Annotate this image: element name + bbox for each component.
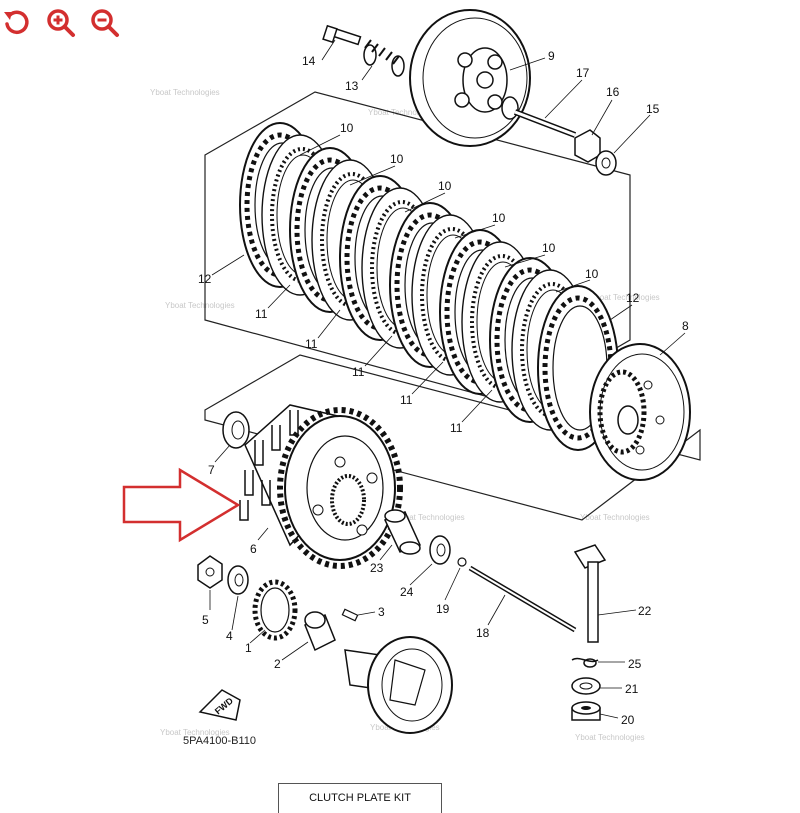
callout-10: 10	[542, 241, 556, 255]
callout-10: 10	[492, 211, 506, 225]
ball-19	[457, 557, 467, 567]
clutch-boss-8	[589, 343, 691, 481]
zoom-out-button[interactable]	[88, 6, 122, 40]
callout-24: 24	[400, 585, 414, 599]
callout-12: 12	[198, 272, 212, 286]
callout-7: 7	[208, 463, 215, 477]
watermark: Yboat Technologies	[150, 88, 220, 97]
callout-15: 15	[646, 102, 660, 116]
zoom-in-button[interactable]	[44, 6, 78, 40]
collar-23	[383, 509, 422, 555]
callout-4: 4	[226, 629, 233, 643]
clutch-plates	[240, 123, 618, 450]
bushing-20	[571, 701, 601, 721]
zoom-in-icon	[47, 9, 75, 37]
callout-6: 6	[250, 542, 257, 556]
watermark: Yboat Technologies	[395, 513, 465, 522]
callout-11: 11	[255, 307, 268, 321]
callout-13: 13	[345, 79, 359, 93]
fwd-arrow-icon: FWD	[198, 689, 241, 721]
spring-25	[571, 657, 599, 668]
callout-23: 23	[370, 561, 384, 575]
watermark: Yboat Technologies	[160, 728, 230, 737]
callout-11: 11	[352, 365, 365, 379]
viewer-toolbar	[0, 6, 122, 40]
callout-10: 10	[585, 267, 599, 281]
watermark: Yboat Technologies	[165, 301, 235, 310]
callout-11: 11	[450, 421, 463, 435]
diagram-code: 5PA4100-B110	[183, 735, 256, 747]
watermark: Yboat Technologies	[590, 293, 660, 302]
callouts: 14 13 9 17 16 15 10 10 10 10 10 10 12 12…	[198, 49, 689, 727]
callout-11: 11	[400, 393, 413, 407]
callout-20: 20	[621, 713, 635, 727]
collar-2	[304, 611, 336, 652]
primary-drive	[344, 636, 453, 734]
callout-3: 3	[378, 605, 385, 619]
watermark: Yboat Technologies	[580, 513, 650, 522]
hub-frame	[204, 354, 701, 521]
callout-2: 2	[274, 657, 281, 671]
watermark: Yboat Technologies	[575, 733, 645, 742]
callout-22: 22	[638, 604, 652, 618]
watermark: Yboat Technologies	[368, 108, 438, 117]
clutch-housing-6	[239, 404, 403, 569]
leader-lines	[209, 39, 686, 719]
callout-12: 12	[626, 291, 640, 305]
callout-1: 1	[245, 641, 252, 655]
callout-5: 5	[202, 613, 209, 627]
plate-stack-frame	[204, 91, 631, 406]
callout-18: 18	[476, 626, 490, 640]
callout-11: 11	[305, 337, 318, 351]
gear-1	[252, 579, 298, 641]
callout-8: 8	[682, 319, 689, 333]
callout-10: 10	[340, 121, 354, 135]
highlight-arrow-icon	[122, 467, 241, 543]
callout-10: 10	[390, 152, 404, 166]
key-3	[341, 608, 359, 622]
zoom-out-icon	[91, 9, 119, 37]
reset-view-button[interactable]	[0, 6, 34, 40]
callout-14: 14	[302, 54, 316, 68]
seal-21	[571, 677, 601, 695]
clutch-plate-kit-button[interactable]: CLUTCH PLATE KIT	[278, 783, 442, 813]
callout-19: 19	[436, 602, 450, 616]
callout-10: 10	[438, 179, 452, 193]
push-lever-22	[573, 544, 607, 643]
callout-9: 9	[548, 49, 555, 63]
callout-16: 16	[606, 85, 620, 99]
callout-21: 21	[625, 682, 639, 696]
callout-17: 17	[576, 66, 590, 80]
rotate-ccw-icon	[4, 10, 29, 34]
callout-25: 25	[628, 657, 642, 671]
pressure-plate-assembly	[322, 9, 617, 176]
